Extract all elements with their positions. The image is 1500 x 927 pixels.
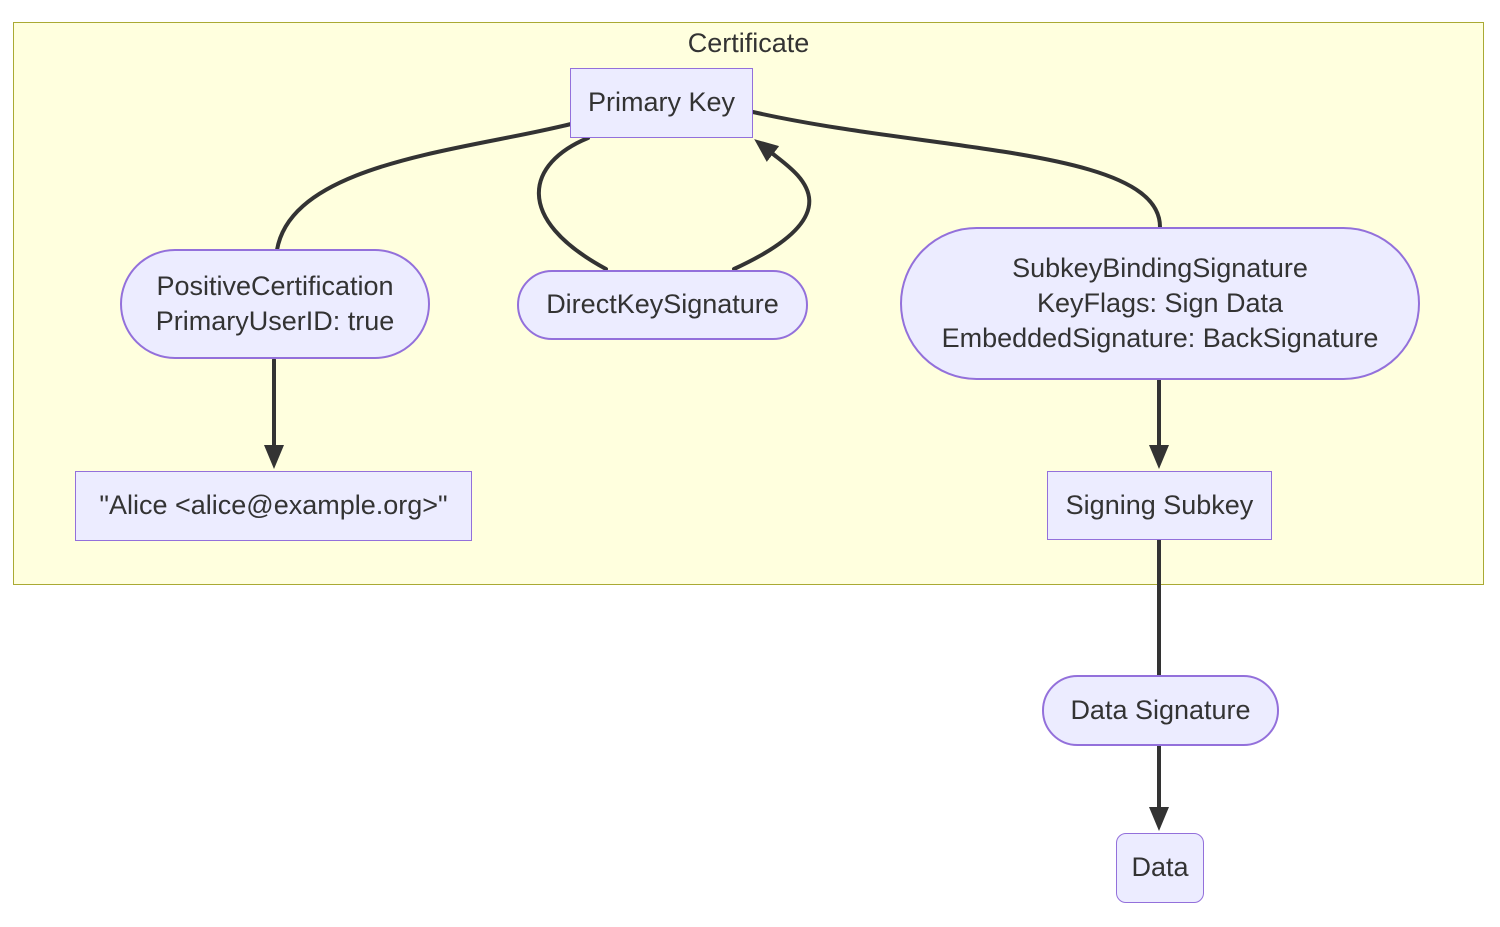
node-data-signature: Data Signature <box>1042 675 1279 746</box>
node-positive-certification: PositiveCertification PrimaryUserID: tru… <box>120 249 430 359</box>
node-direct-key-signature: DirectKeySignature <box>517 270 808 340</box>
node-primary-key: Primary Key <box>570 68 753 138</box>
node-subkey-binding-signature-line3: EmbeddedSignature: BackSignature <box>941 323 1379 354</box>
node-data: Data <box>1116 833 1204 903</box>
cluster-title: Certificate <box>687 28 810 58</box>
edge-primarykey-directkeysignature <box>536 136 608 271</box>
node-signing-subkey-label: Signing Subkey <box>1065 489 1254 520</box>
node-signing-subkey: Signing Subkey <box>1047 471 1272 540</box>
node-data-label: Data <box>1131 852 1189 883</box>
edge-primarykey-positivecertification <box>275 122 573 252</box>
node-primary-key-label: Primary Key <box>587 87 736 118</box>
node-positive-certification-line1: PositiveCertification <box>156 270 394 301</box>
edge-primarykey-subkeybindingsignature <box>751 110 1162 229</box>
node-positive-certification-line2: PrimaryUserID: true <box>155 306 395 336</box>
node-user-id-label: "Alice <alice@example.org>" <box>99 490 448 521</box>
node-user-id: "Alice <alice@example.org>" <box>75 471 472 541</box>
node-subkey-binding-signature-line1: SubkeyBindingSignature <box>1012 252 1308 283</box>
node-subkey-binding-signature-line2: KeyFlags: Sign Data <box>1036 287 1284 318</box>
edge-directkeysignature-primarykey <box>732 139 812 271</box>
node-direct-key-signature-label: DirectKeySignature <box>546 289 779 320</box>
node-data-signature-label: Data Signature <box>1070 694 1251 725</box>
node-subkey-binding-signature: SubkeyBindingSignature KeyFlags: Sign Da… <box>900 227 1420 380</box>
